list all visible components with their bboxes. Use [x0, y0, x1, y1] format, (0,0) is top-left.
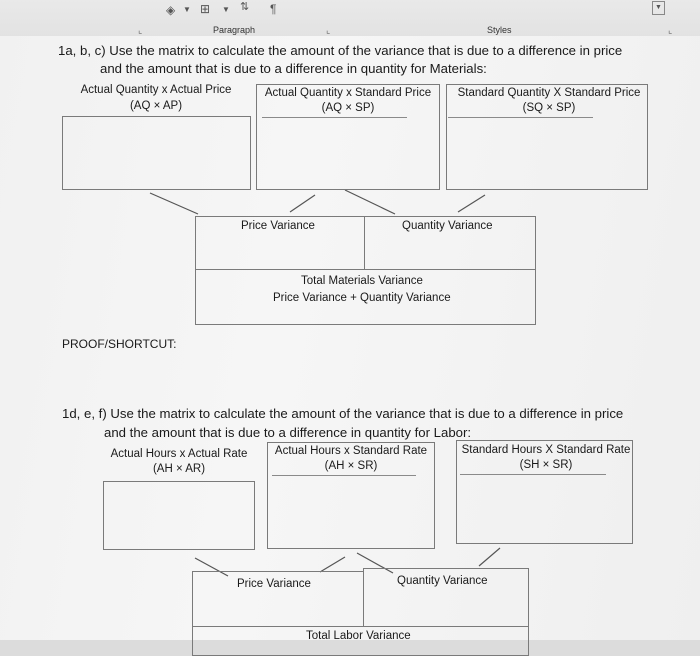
labor-total-title: Total Labor Variance [306, 630, 411, 642]
labor-col2-formula: (AH × SR) [324, 460, 378, 472]
materials-col2-title: Actual Quantity x Standard Price [264, 87, 432, 99]
materials-col1-formula: (AQ × AP) [129, 100, 183, 112]
paint-bucket-icon[interactable]: ◈ [166, 3, 176, 17]
labor-col3-title: Standard Hours X Standard Rate [461, 444, 631, 456]
sort-az-icon[interactable]: ⇅ [240, 1, 250, 13]
materials-col3-box[interactable] [446, 84, 648, 190]
labor-col2-divider [272, 475, 416, 476]
materials-col2-box[interactable] [256, 84, 440, 190]
materials-col2-formula: (AQ × SP) [321, 102, 375, 114]
materials-col1-title: Actual Quantity x Actual Price [80, 84, 232, 96]
pilcrow-icon[interactable]: ¶ [270, 2, 277, 16]
labor-col2-title: Actual Hours x Standard Rate [274, 445, 428, 457]
materials-col2-divider [262, 117, 407, 118]
ribbon-toolbar: ◈ ▼ ⊞ ▼ ⇅ ¶ ⌞ Paragraph ⌞ Styles ⌞ ▼ [0, 0, 700, 38]
dialog-launcher-icon[interactable]: ⌞ [668, 25, 673, 35]
materials-heading-line2: and the amount that is due to a differen… [100, 61, 487, 76]
materials-heading-line1: 1a, b, c) Use the matrix to calculate th… [58, 43, 623, 58]
labor-col3-formula: (SH × SR) [519, 459, 573, 471]
labor-col2-box[interactable] [267, 442, 435, 549]
materials-col1-box[interactable] [62, 116, 251, 190]
styles-group-label: Styles [487, 25, 512, 35]
dialog-launcher-icon[interactable]: ⌞ [138, 25, 143, 35]
chevron-down-icon[interactable]: ▼ [183, 5, 191, 14]
materials-total-formula: Price Variance + Quantity Variance [273, 292, 451, 304]
labor-col1-box[interactable] [103, 481, 255, 550]
proof-shortcut-label: PROOF/SHORTCUT: [62, 337, 177, 351]
materials-col3-divider [448, 117, 593, 118]
materials-total-title: Total Materials Variance [301, 275, 423, 287]
labor-price-variance-label: Price Variance [237, 578, 311, 590]
materials-total-box[interactable] [195, 269, 536, 325]
labor-quantity-variance-label: Quantity Variance [397, 575, 488, 587]
dialog-launcher-icon[interactable]: ⌞ [326, 25, 331, 35]
paragraph-group-label: Paragraph [213, 25, 256, 35]
labor-col3-divider [460, 474, 606, 475]
labor-col3-box[interactable] [456, 440, 633, 544]
borders-icon[interactable]: ⊞ [200, 2, 211, 16]
chevron-down-icon[interactable]: ▼ [222, 5, 230, 14]
materials-col3-title: Standard Quantity X Standard Price [457, 87, 641, 99]
materials-quantity-variance-label: Quantity Variance [402, 220, 493, 232]
labor-col1-formula: (AH × AR) [152, 463, 206, 475]
scroll-down-icon[interactable]: ▼ [652, 1, 665, 15]
labor-heading-line2: and the amount that is due to a differen… [104, 425, 472, 440]
labor-col1-title: Actual Hours x Actual Rate [110, 448, 248, 460]
materials-price-variance-label: Price Variance [241, 220, 315, 232]
labor-heading-line1: 1d, e, f) Use the matrix to calculate th… [62, 406, 624, 421]
materials-col3-formula: (SQ × SP) [522, 102, 576, 114]
matrix-connector-lines [149, 189, 501, 577]
document-page [0, 36, 700, 640]
